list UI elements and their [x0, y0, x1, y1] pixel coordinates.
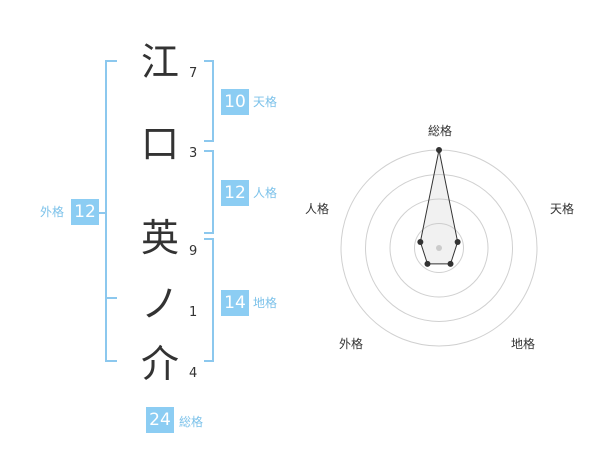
soukaku-label: 総格: [179, 415, 204, 429]
radar-point-1: [436, 147, 442, 153]
radar-point-2: [454, 238, 461, 245]
radar-point-4: [424, 260, 431, 267]
radar-label-chikaku: 地格: [511, 337, 536, 351]
jinkaku-label: 人格: [253, 186, 278, 200]
gaikaku-bracket: [105, 60, 117, 362]
stroke-count-3: 9: [189, 244, 198, 259]
name-char-2: 口: [141, 122, 180, 166]
radar-point-5: [417, 238, 424, 245]
stroke-count-2: 3: [189, 146, 198, 161]
name-char-5: 介: [141, 342, 180, 386]
jinkaku-value-badge: 12: [221, 180, 249, 206]
gaikaku-connector: [98, 212, 107, 214]
tenkaku-value-badge: 10: [221, 89, 249, 115]
chikaku-bracket: [204, 238, 214, 362]
stroke-count-4: 1: [189, 305, 198, 320]
radar-ring: [365, 174, 513, 322]
stroke-count-1: 7: [189, 66, 198, 81]
radar-ring: [414, 223, 464, 273]
stroke-count-5: 4: [189, 366, 198, 381]
radar-label-gaikaku: 外格: [339, 337, 364, 351]
name-char-1: 江: [141, 40, 180, 84]
tenkaku-label: 天格: [253, 95, 278, 109]
chikaku-label: 地格: [253, 296, 278, 310]
radar-point-3: [447, 260, 454, 267]
soukaku-value-badge: 24: [146, 407, 174, 433]
radar-ring: [389, 198, 489, 298]
tenkaku-bracket: [204, 60, 214, 142]
gaikaku-label: 外格: [40, 205, 65, 219]
name-char-3: 英: [141, 216, 180, 260]
radar-polygon: [419, 149, 459, 265]
jinkaku-bracket: [204, 150, 214, 234]
radar-label-tenkaku: 天格: [550, 202, 575, 216]
chikaku-value-badge: 14: [221, 290, 249, 316]
name-char-4: ノ: [141, 282, 180, 326]
radar-center: [436, 245, 442, 251]
gaikaku-divider-tick: [105, 297, 117, 299]
radar-label-soukaku: 総格: [428, 124, 453, 138]
gaikaku-value-badge: 12: [71, 199, 99, 225]
radar-label-jinkaku: 人格: [305, 202, 330, 216]
